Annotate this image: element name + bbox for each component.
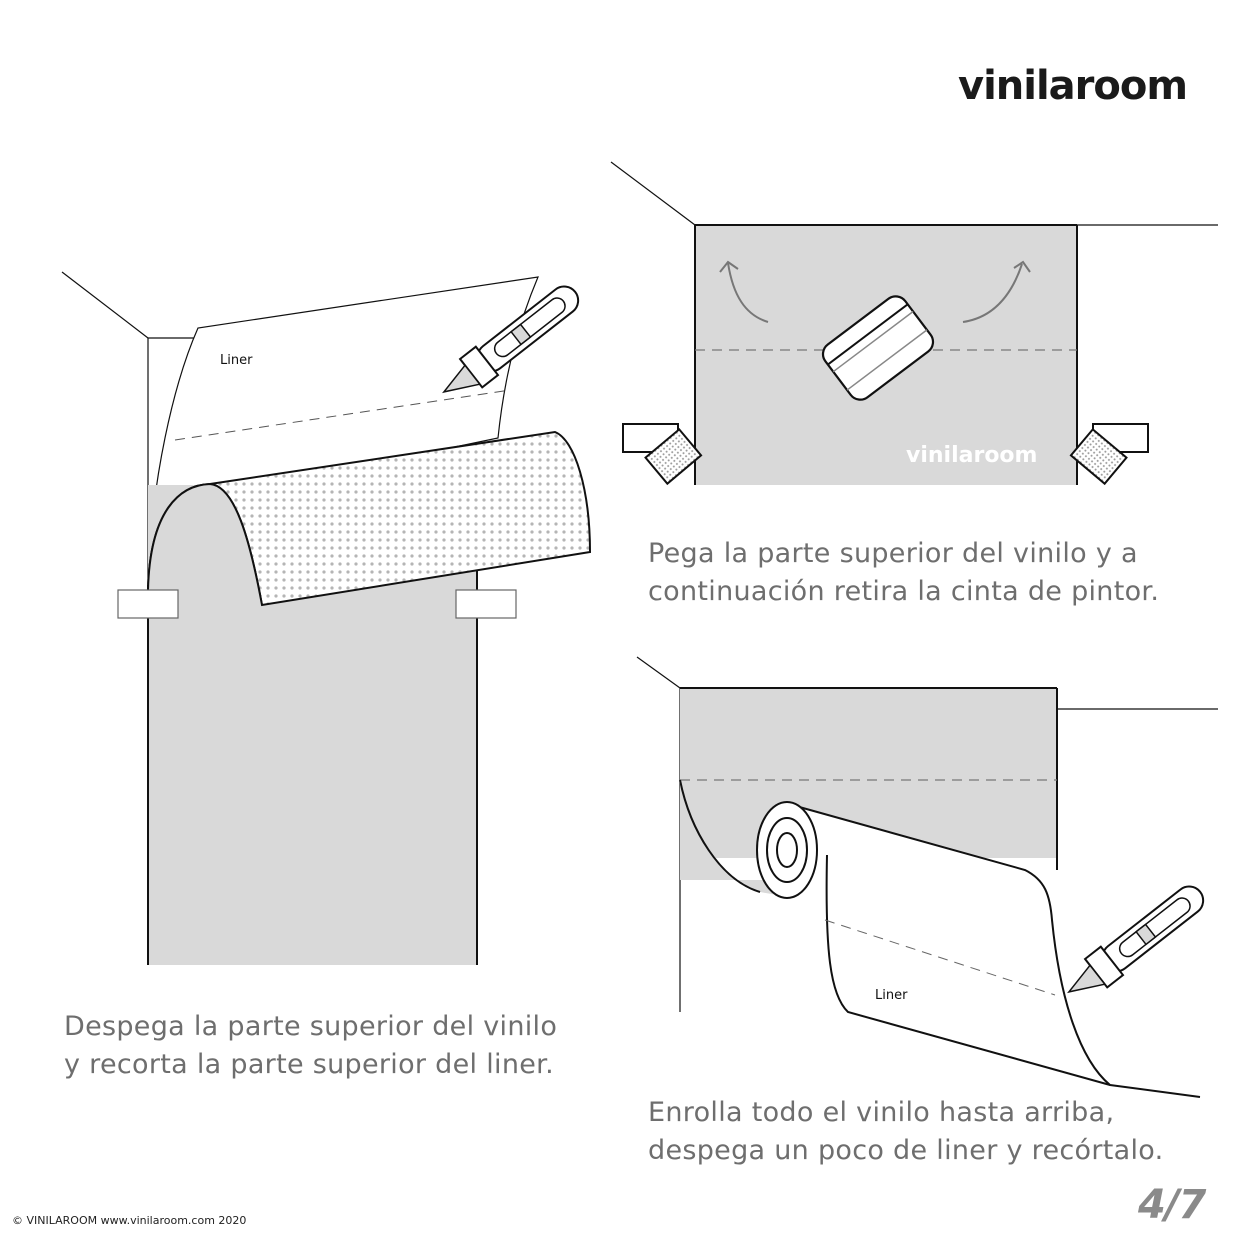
liner-label: Liner bbox=[220, 353, 253, 368]
step1-caption: Despega la parte superior del vinilo y r… bbox=[64, 1008, 557, 1084]
copyright-footer: © VINILAROOM www.vinilaroom.com 2020 bbox=[12, 1214, 247, 1227]
cutter-knife-icon bbox=[442, 285, 580, 394]
page-number: 4/7 bbox=[1138, 1182, 1206, 1228]
squeegee-icon bbox=[821, 295, 935, 401]
step1-caption-line1: Despega la parte superior del vinilo bbox=[64, 1011, 558, 1042]
step2-caption-line1: Pega la parte superior del vinilo y a bbox=[648, 538, 1138, 569]
step3-caption: Enrolla todo el vinilo hasta arriba, des… bbox=[648, 1094, 1164, 1170]
step3-illustration: Liner bbox=[636, 656, 1218, 1098]
cutter-knife-icon bbox=[1067, 885, 1205, 994]
step1-illustration: Liner bbox=[61, 271, 592, 965]
vinyl-roll-icon bbox=[756, 801, 818, 899]
step3-caption-line1: Enrolla todo el vinilo hasta arriba, bbox=[648, 1097, 1115, 1128]
vinyl-watermark: vinilaroom bbox=[906, 443, 1037, 468]
step1-caption-line2: y recorta la parte superior del liner. bbox=[64, 1049, 554, 1080]
step2-caption-line2: continuación retira la cinta de pintor. bbox=[648, 576, 1160, 607]
liner-label: Liner bbox=[875, 988, 908, 1003]
step2-caption: Pega la parte superior del vinilo y a co… bbox=[648, 535, 1159, 611]
brand-logo: vinilaroom bbox=[958, 63, 1188, 109]
step2-illustration: vinilaroom bbox=[610, 161, 1218, 486]
step3-caption-line2: despega un poco de liner y recórtalo. bbox=[648, 1135, 1164, 1166]
